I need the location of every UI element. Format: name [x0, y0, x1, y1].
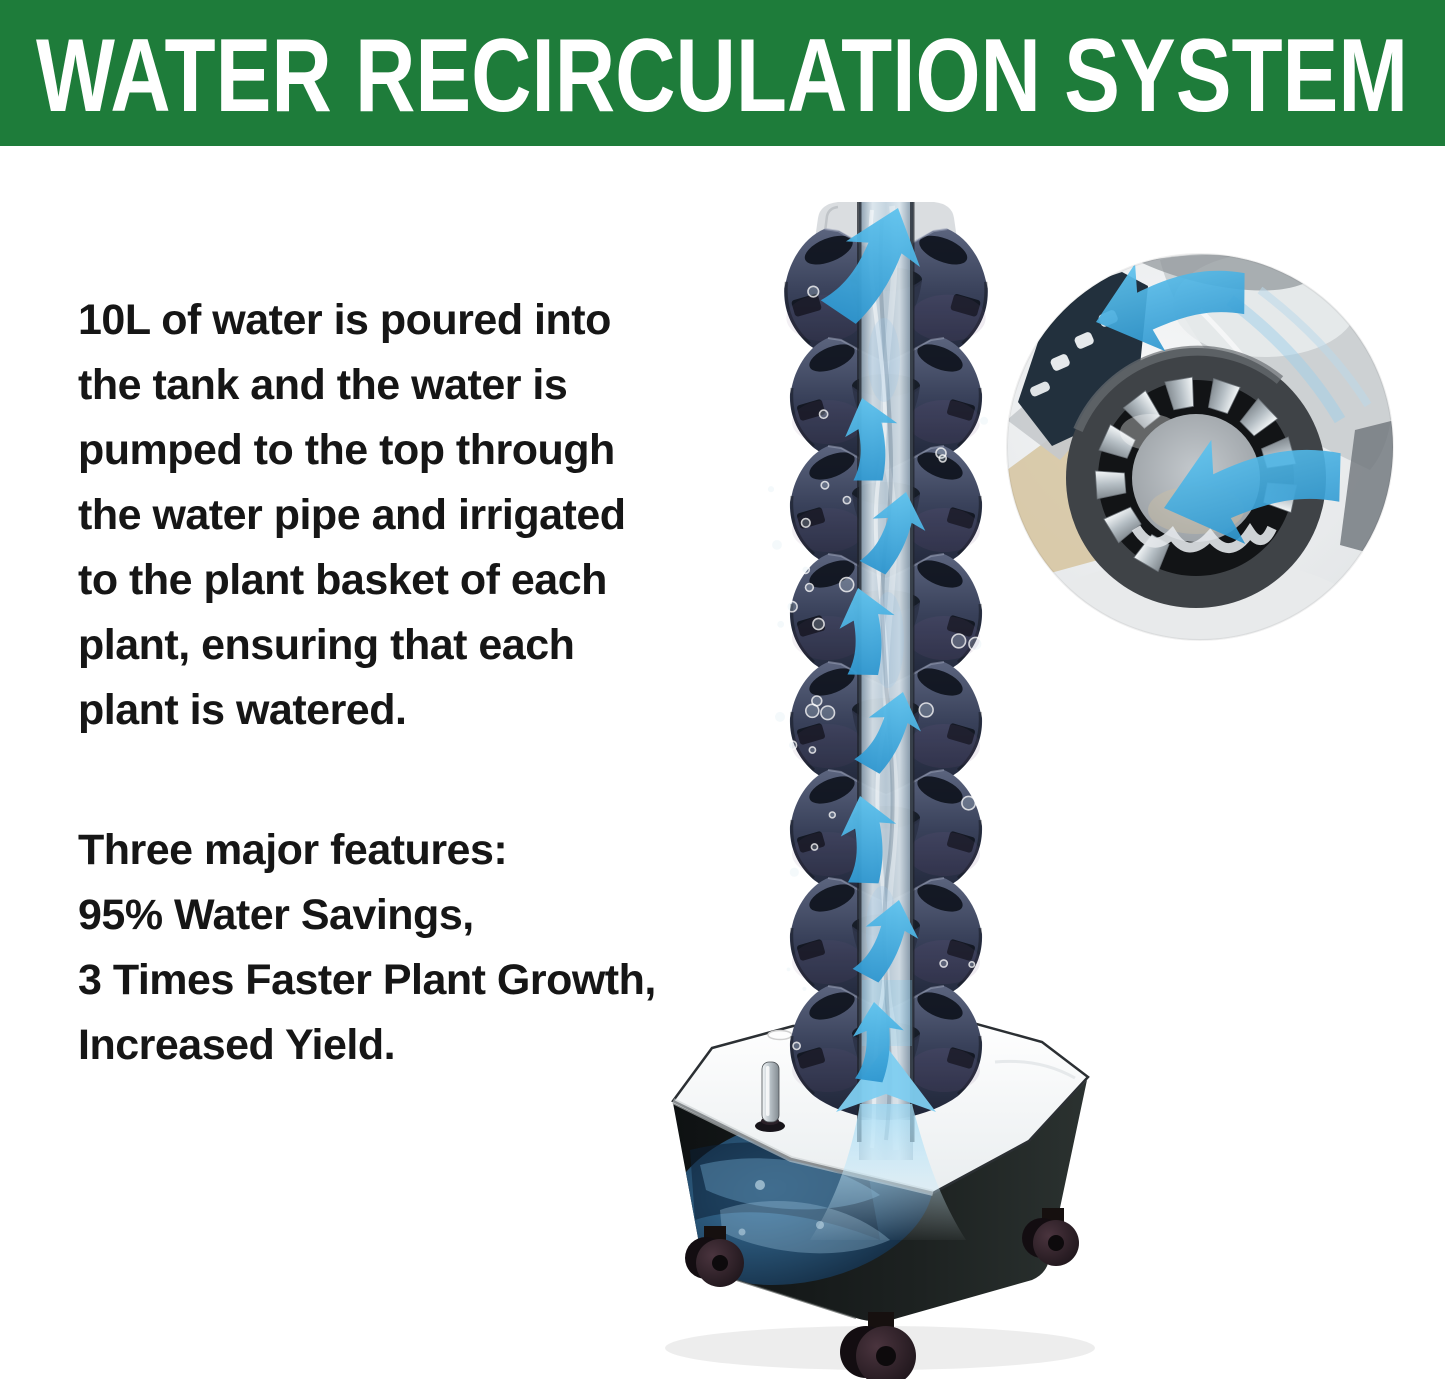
- up-arrow-icon: [836, 1046, 936, 1112]
- water-droplet-icon: [950, 633, 967, 649]
- water-droplet-icon: [811, 695, 823, 707]
- water-droplet-icon: [775, 619, 786, 630]
- water-droplet-icon: [820, 705, 836, 721]
- caster-wheel: [840, 1312, 916, 1379]
- water-droplet-icon: [770, 538, 784, 552]
- lid-hole: [767, 1029, 793, 1041]
- text-line: to the plant basket of each: [78, 556, 607, 604]
- water-droplet-icon: [968, 960, 976, 968]
- water-droplet-icon: [800, 985, 809, 993]
- water-droplet-icon: [785, 600, 798, 613]
- text-line: 3 Times Faster Plant Growth,: [78, 956, 656, 1004]
- banner: WATER RECIRCULATION SYSTEM: [0, 0, 1445, 146]
- water-level-indicator: [755, 1061, 785, 1132]
- water-droplet-icon: [820, 480, 830, 490]
- text-line: plant, ensuring that each: [78, 621, 575, 669]
- water-droplet-icon: [978, 415, 990, 427]
- water-droplet-icon: [961, 795, 977, 811]
- chrome-scallops: [1131, 522, 1277, 553]
- text-line: plant is watered.: [78, 686, 407, 734]
- detail-inset: [1006, 253, 1394, 641]
- water-droplet-icon: [828, 811, 836, 819]
- caster-wheel: [1022, 1208, 1079, 1266]
- water-droplet-icon: [808, 746, 817, 754]
- water-droplet-icon: [787, 740, 798, 751]
- features-text: Three major features: 95% Water Savings,…: [78, 818, 656, 1078]
- water-droplet-icon: [842, 495, 852, 505]
- water-droplet-icon: [784, 965, 792, 973]
- banner-title: WATER RECIRCULATION SYSTEM: [36, 18, 1408, 134]
- water-droplet-icon: [804, 582, 815, 593]
- water-droplet-icon: [800, 517, 811, 529]
- water-droplet-icon: [838, 576, 855, 593]
- water-droplet-icon: [968, 636, 983, 652]
- water-droplet-icon: [938, 454, 948, 463]
- text-line: the tank and the water is: [78, 361, 568, 409]
- water-droplet-icon: [800, 564, 811, 575]
- water-droplet-icon: [812, 617, 825, 631]
- caster-wheel: [685, 1226, 744, 1287]
- water-droplet-icon: [773, 710, 787, 724]
- text-line: 95% Water Savings,: [78, 891, 474, 939]
- text-line: Three major features:: [78, 826, 508, 874]
- water-droplet-icon: [818, 409, 829, 420]
- water-droplet-icon: [939, 959, 949, 968]
- water-droplet-icon: [807, 285, 820, 298]
- text-line: pumped to the top through: [78, 426, 615, 474]
- text-line: the water pipe and irrigated: [78, 491, 626, 539]
- text-line: Increased Yield.: [78, 1021, 396, 1069]
- description-text: 10L of water is poured into the tank and…: [78, 288, 626, 743]
- water-droplet-icon: [918, 702, 934, 718]
- water-droplet-icon: [788, 865, 801, 879]
- lid-water-stain: [994, 1059, 1076, 1080]
- water-droplet-icon: [766, 484, 776, 494]
- water-droplet-icon: [792, 1041, 801, 1051]
- inset-photo: [1007, 254, 1393, 640]
- water-droplet-icon: [810, 843, 819, 851]
- tower-graphic: [766, 194, 990, 1240]
- text-line: 10L of water is poured into: [78, 296, 611, 344]
